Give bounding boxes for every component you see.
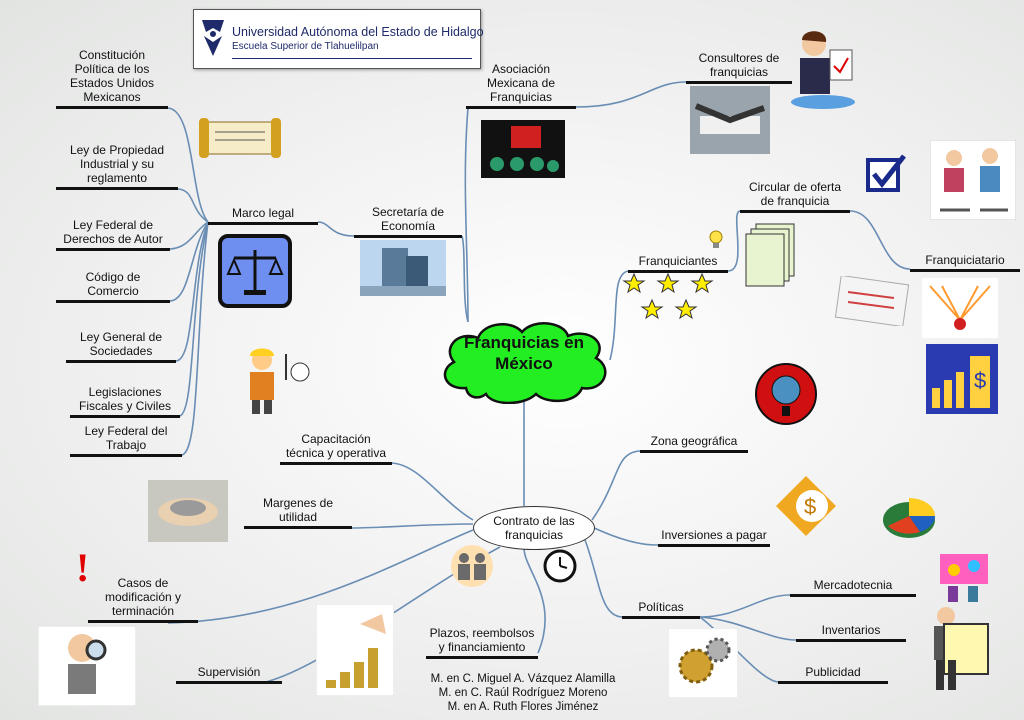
node-mercadotecnia: Mercadotecnia <box>790 578 916 597</box>
university-seal-icon <box>202 20 224 56</box>
university-header: Universidad Autónoma del Estado de Hidal… <box>193 9 484 69</box>
building-icon <box>360 240 446 296</box>
clock-icon <box>543 549 577 583</box>
node-zona: Zona geográfica <box>640 434 748 453</box>
consultant-icon <box>791 31 855 109</box>
dollar-icon: $ <box>776 476 836 536</box>
authors: M. en C. Miguel A. Vázquez Alamilla M. e… <box>408 672 638 714</box>
survey-form-icon <box>834 276 910 326</box>
central-topic-line1: Franquicias en <box>464 333 584 352</box>
node-supervision: Supervisión <box>176 665 282 684</box>
worker-icon <box>250 348 310 414</box>
node-inversiones: Inversiones a pagar <box>658 528 770 547</box>
gears-icon <box>668 628 738 698</box>
coins-icon <box>316 604 394 696</box>
lightbulb-icon <box>709 230 723 248</box>
author-1: M. en C. Miguel A. Vázquez Alamilla <box>430 673 616 685</box>
handshake-icon <box>690 86 770 154</box>
university-name: Universidad Autónoma del Estado de Hidal… <box>232 25 484 39</box>
header-rule <box>232 58 472 59</box>
node-franquiciatario: Franquiciatario <box>910 253 1020 272</box>
node-inventarios: Inventarios <box>796 623 906 642</box>
org-chart-icon <box>922 278 998 338</box>
handshake-people-icon <box>451 545 493 587</box>
globe-icon <box>755 363 817 425</box>
author-3: M. en A. Ruth Flores Jiménez <box>447 701 599 713</box>
central-cloud <box>443 322 607 404</box>
checkbox-icon <box>866 154 906 192</box>
school-name: Escuela Superior de Tlahuelilpan <box>232 41 379 52</box>
documents-icon <box>745 223 795 287</box>
node-marco-legal: Marco legal <box>208 206 318 225</box>
node-politicas: Políticas <box>622 600 700 619</box>
author-2: M. en C. Raúl Rodríguez Moreno <box>438 687 608 699</box>
scroll-icon <box>199 118 281 158</box>
contract-line2: franquicias <box>504 528 563 542</box>
sign-carrier-icon <box>934 607 989 690</box>
pie-chart-icon <box>883 498 935 538</box>
stars-icon <box>622 272 714 320</box>
svg-text:$: $ <box>804 494 816 519</box>
business-growth-icon: $ <box>926 344 998 414</box>
scales-of-justice-icon <box>218 234 292 308</box>
money-icon <box>148 480 228 542</box>
contract-line1: Contrato de las <box>493 514 575 528</box>
detective-icon <box>38 626 136 706</box>
contract-node: Contrato de las franquicias <box>473 506 595 550</box>
svg-text:$: $ <box>974 368 986 393</box>
marketing-icon <box>940 554 988 602</box>
exclamation-icon: ! <box>76 545 90 590</box>
meeting-icon <box>930 140 1016 220</box>
presentation-icon <box>481 120 565 178</box>
central-topic-line2: México <box>495 354 553 373</box>
central-topic: Franquicias en México <box>436 332 612 374</box>
node-publicidad: Publicidad <box>778 665 888 684</box>
node-franquiciantes: Franquiciantes <box>628 254 728 273</box>
